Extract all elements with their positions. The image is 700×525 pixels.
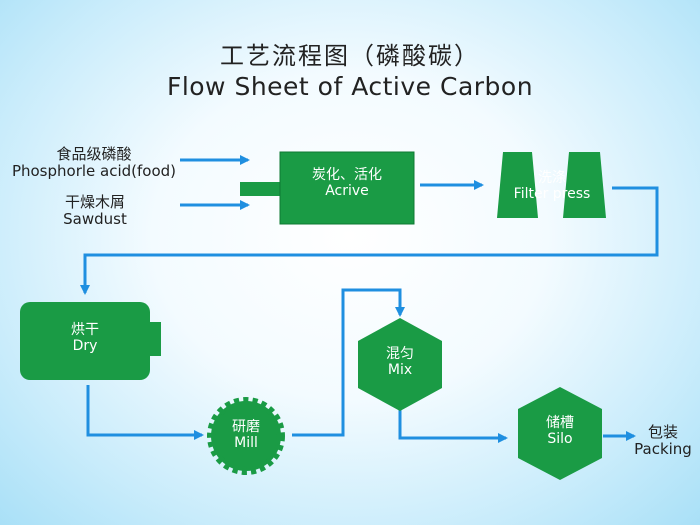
filter-label: 洗涤 Filter press [513, 170, 591, 203]
input-sawdust-label: 干燥木屑 Sawdust [63, 193, 127, 229]
input-phosphoric-label: 食品级磷酸 Phosphorle acid(food) [11, 145, 177, 181]
mix-node [358, 318, 442, 411]
dry-label: 烘干 Dry [71, 322, 99, 355]
arrow-mill-to-mix [292, 288, 405, 437]
silo-node [518, 387, 602, 480]
mill-label: 研磨 Mill [232, 419, 260, 452]
filter-press-node [497, 152, 606, 218]
arrow-filter-to-dry [80, 186, 659, 295]
title-chinese: 工艺流程图（磷酸碳） [220, 42, 480, 70]
silo-label: 储槽 Silo [546, 415, 574, 448]
arrow-mix-to-silo [398, 410, 508, 443]
mill-node [207, 397, 285, 475]
arrow-dry-to-mill [86, 385, 204, 440]
mix-label: 混匀 Mix [386, 346, 414, 379]
title-english: Flow Sheet of Active Carbon [166, 72, 534, 101]
activate-node [240, 151, 415, 225]
dry-node [20, 302, 161, 380]
packing-label: 包装 Packing [634, 423, 692, 459]
activate-label: 炭化、活化 Acrive [312, 167, 382, 200]
